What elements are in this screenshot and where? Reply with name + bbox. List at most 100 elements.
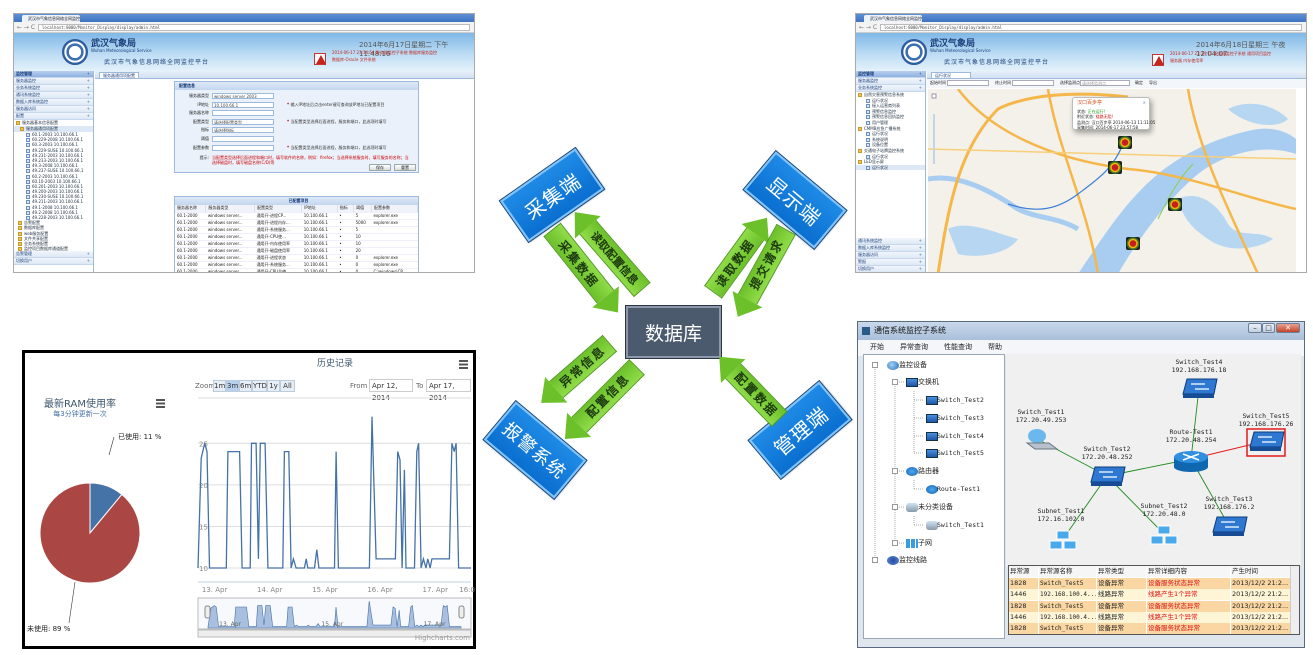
close-button[interactable]: ✕ [1276, 323, 1300, 333]
sidebar-item[interactable]: 服务器访问 [856, 252, 925, 260]
alert-icon[interactable] [314, 53, 326, 65]
column-header[interactable]: 服务器类型 [205, 205, 256, 213]
sidebar-item[interactable]: 配置 [14, 113, 93, 120]
minimize-button[interactable]: – [1248, 323, 1262, 333]
column-header[interactable]: IP地址 [301, 205, 338, 213]
browser-tab[interactable]: 武汉市气象信息网络全网监控 [864, 15, 922, 22]
point-select[interactable]: 请选择监测点 [1080, 80, 1130, 86]
sidebar-item[interactable]: 服务器监控 [856, 78, 925, 85]
sidebar-item[interactable]: 服务器访问 [14, 106, 93, 113]
expand-toggle-icon[interactable] [872, 362, 878, 368]
tree-node[interactable]: CMMB应急广播系统 [856, 126, 925, 132]
nav-arrows-icon[interactable]: ← → C [859, 24, 878, 31]
column-header[interactable]: 异常详细内容 [1147, 566, 1231, 577]
menu-item[interactable]: 异常查询 [900, 343, 928, 351]
tree-node[interactable]: web服务配置 [14, 231, 93, 236]
menu-item[interactable]: 性能查询 [944, 343, 972, 351]
tree-leaf[interactable]: 运行状况 [856, 98, 925, 104]
zoom-button-6m[interactable]: 6m [239, 380, 252, 392]
start-time-input[interactable] [947, 80, 989, 86]
highcharts-credit[interactable]: Highcharts.com [414, 634, 470, 642]
browser-tab[interactable]: 武汉市气象信息网络全网监控 [22, 15, 80, 22]
sidebar-item[interactable]: 数据入库系统监控 [14, 99, 93, 106]
tree-node[interactable]: 服务器通用项配置 [14, 126, 93, 132]
column-header[interactable]: 配置类型 [254, 205, 303, 213]
tree-leaf[interactable]: 60.201-2003 10.100.66.1 [14, 184, 93, 189]
tree-leaf[interactable]: 预警信息监控 [856, 109, 925, 115]
navigator-scrollbar[interactable] [197, 629, 472, 638]
tree-item[interactable]: Switch_Test1 [864, 520, 1004, 531]
tree-item[interactable]: 未分类设备 [864, 502, 1004, 513]
tree-item[interactable]: Switch_Test2 [864, 395, 1004, 406]
monitor-point-marker[interactable] [1126, 237, 1140, 250]
tree-leaf[interactable]: 49.3-2008 10.100.66.1 [14, 163, 93, 169]
export-button[interactable]: 导出 [1149, 80, 1157, 85]
tree-item[interactable]: 监控设备 [864, 360, 1004, 371]
alert-line-2[interactable]: 数据库-Oracle 文件系统 [332, 57, 376, 62]
tree-leaf[interactable]: 49.231-2003 10.100.66.1 [14, 153, 93, 158]
tree-leaf[interactable]: 运行状况 [856, 131, 925, 137]
sidebar-item[interactable]: 业务系统监控 [856, 85, 925, 92]
nav-arrows-icon[interactable]: ← → C [17, 24, 36, 31]
form-input[interactable] [212, 144, 274, 151]
form-input[interactable]: 请选择指标 [212, 127, 274, 134]
url-input[interactable]: localhost:8080/Monitor_Display/display/a… [38, 24, 470, 31]
tree-node[interactable]: LED显示屏 [856, 159, 925, 165]
expand-toggle-icon[interactable] [892, 540, 898, 546]
tree-leaf[interactable]: 预警信息回执监控 [856, 114, 925, 120]
sidebar-item[interactable]: 监控管理 [14, 71, 93, 78]
expand-toggle-icon[interactable] [892, 379, 898, 385]
tree-node[interactable]: 数据库配置 [14, 225, 93, 231]
alert-line-1[interactable]: 2014-06-17 23:34:11 服务器监控子系统 通用项目监控 [1170, 51, 1272, 56]
tree-leaf[interactable]: 49.233-2003 10.100.66.1 [14, 158, 93, 163]
tree-node[interactable]: 交通电子站牌监控系统 [856, 148, 925, 154]
tree-leaf[interactable]: 60.229-2008 10.100.66.1 [14, 137, 93, 143]
content-tab[interactable]: 服务器通用项配置 [99, 72, 139, 78]
maximize-button[interactable]: □ [1262, 323, 1275, 333]
tree-item[interactable]: Route-Test1 [864, 484, 1004, 495]
monitor-point-marker[interactable] [1118, 136, 1132, 149]
form-input[interactable] [212, 110, 274, 117]
form-input[interactable]: windows server 2003 [212, 93, 274, 99]
confirm-button[interactable]: 确定 [1135, 80, 1143, 85]
tree-node[interactable]: 告警配置 [14, 220, 93, 226]
column-header[interactable]: 指标 [337, 205, 355, 213]
tree-leaf[interactable]: 49.230-SUSE 10.100.66.1 [14, 194, 93, 200]
tree-leaf[interactable]: 60.10-2003 10.100.66.1 [14, 179, 93, 184]
tree-leaf[interactable]: 系统说明 [856, 137, 925, 143]
tree-leaf[interactable]: 49.211-2003 10.100.66.1 [14, 199, 93, 205]
alert-line-1[interactable]: 2014-06-17 23:34:54 服务器监控子系统 数据库服务监控 [332, 50, 438, 55]
popup-close-icon[interactable]: × [1142, 100, 1146, 105]
expand-toggle-icon[interactable] [892, 468, 898, 474]
tree-node[interactable]: 文件共享配置 [14, 236, 93, 241]
tree-item[interactable]: 交换机 [864, 377, 1004, 388]
zoom-button-1y[interactable]: 1y [267, 380, 280, 392]
tree-leaf[interactable]: 49.200-2003 10.100.66.1 [14, 189, 93, 195]
tree-leaf[interactable]: 49.2-2008 10.100.66.1 [14, 210, 93, 215]
zoom-button-all[interactable]: All [280, 380, 295, 392]
sidebar-item[interactable]: 切换用户 [856, 266, 925, 272]
tree-leaf[interactable]: 运行状况 [856, 154, 925, 160]
column-header[interactable]: 产生时间 [1231, 566, 1291, 577]
zoom-button-ytd[interactable]: YTD [252, 380, 267, 392]
pie-menu-icon[interactable] [156, 399, 165, 408]
tree-node[interactable]: 业务系统配置 [14, 241, 93, 246]
column-header[interactable]: 阈值 [353, 205, 372, 213]
line-menu-icon[interactable] [459, 360, 468, 369]
